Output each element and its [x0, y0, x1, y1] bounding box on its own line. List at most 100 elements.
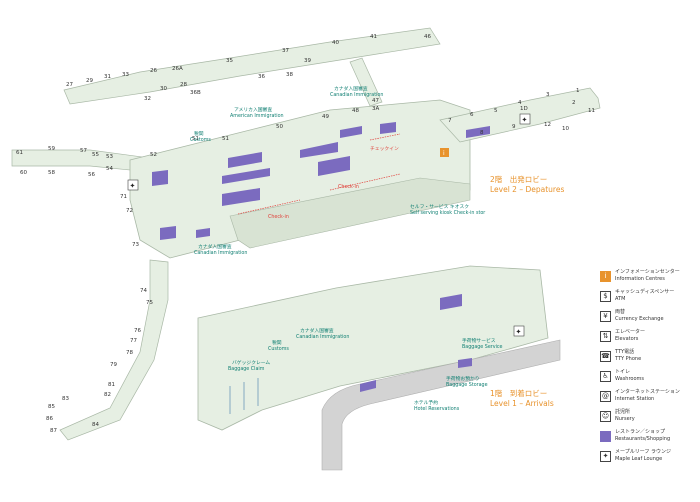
gate-label: 40	[332, 40, 339, 46]
gate-label: 58	[48, 170, 55, 176]
legend-jp: トイレ	[615, 369, 631, 375]
gate-label: 75	[146, 300, 153, 306]
gate-label: 8	[480, 130, 484, 136]
restaurant-shopping-icon	[600, 431, 611, 442]
gate-label: 38	[286, 72, 293, 78]
svg-text:✦: ✦	[516, 328, 522, 336]
gate-label: 3	[546, 92, 550, 98]
checkin-jp-label: チェックイン	[370, 146, 399, 152]
baggage-service-en: Baggage Service	[462, 344, 503, 350]
gate-label: 41	[370, 34, 377, 40]
currency-exchange-icon: ¥	[600, 311, 611, 322]
legend-en: Maple Leaf Lounge	[615, 455, 663, 462]
info-icon: i	[440, 148, 449, 157]
gate-label: 1	[576, 88, 580, 94]
gate-label: 77	[130, 338, 137, 344]
baggage-storage-en: Baggage Storage	[446, 382, 488, 388]
checkin-left-label: Check-in	[268, 214, 289, 220]
legend-en: Currency Exchange	[615, 315, 664, 322]
upper-forecourt	[229, 177, 471, 249]
gate-label: 50	[276, 124, 283, 130]
canadian-immigration-left-en: Canadian Immigration	[194, 250, 247, 256]
checkin-mid-label: Check-in	[338, 184, 359, 190]
legend-jp: メープルリーフ ラウンジ	[615, 449, 671, 455]
gate-label: 52	[150, 152, 157, 158]
gate-label: 31	[104, 74, 111, 80]
gate-label: 86	[46, 416, 53, 422]
baggage-service-jp: 手荷物サービス	[462, 337, 496, 344]
gate-label: 10	[562, 126, 569, 132]
maple-leaf-lounge-icon: ✦	[600, 451, 611, 462]
gate-label: 76	[134, 328, 141, 334]
elevator-icon: ⇅	[600, 331, 611, 342]
hotel-reservations-jp: ホテル予約	[414, 399, 438, 406]
legend-en: ATM	[615, 295, 626, 302]
legend-jp: エレベーター	[615, 329, 646, 335]
lower-shops	[360, 294, 472, 392]
canadian-immigration-top-en: Canadian Immigration	[330, 92, 383, 98]
gate-label: 37	[282, 48, 289, 54]
info-icon: i	[600, 271, 611, 282]
gate-label: 81	[108, 382, 115, 388]
gate-labels-left: 61 59 57 55 53 60 58 56 54 52 51 71 72 7…	[16, 136, 199, 434]
canadian-immigration-lower-jp: カナダ入国審査	[300, 327, 334, 334]
top-connector	[349, 57, 383, 107]
gate-label: 61	[16, 150, 23, 156]
gate-label: 27	[66, 82, 73, 88]
gate-label: 79	[110, 362, 117, 368]
gate-labels-right: 1 2 3 4 5 6 7 8 9 10 11 12 1D 3A	[372, 88, 595, 136]
legend-en: Information Centres	[615, 275, 665, 282]
baggage-belts	[229, 378, 259, 414]
gate-label: 36B	[190, 90, 201, 96]
nursery-icon: ☺	[600, 411, 611, 422]
hotel-reservations-en: Hotel Reservations	[414, 406, 460, 412]
gate-label: 6	[470, 112, 474, 118]
gate-label: 55	[92, 152, 99, 158]
legend-en: Elevators	[615, 335, 639, 342]
gate-label: 3A	[372, 106, 379, 112]
gate-label: 4	[518, 100, 522, 106]
gate-label: 59	[48, 146, 55, 152]
level2-label-jp: 2階 出発ロビー	[490, 174, 547, 184]
gate-label: 49	[322, 114, 329, 120]
maple-leaf-lounge-icon: ✦	[127, 179, 139, 191]
gate-label: 56	[88, 172, 95, 178]
gate-label: 12	[544, 122, 551, 128]
gate-label: 35	[226, 58, 233, 64]
gate-label: 32	[144, 96, 151, 102]
gate-label: 30	[160, 86, 167, 92]
gate-label: 39	[304, 58, 311, 64]
baggage-claim-jp: バゲッジクレーム	[232, 359, 270, 366]
gate-label: 85	[48, 404, 55, 410]
level1-label-jp: 1階 到着ロビー	[490, 388, 547, 398]
customs-lower-jp: 税関	[272, 339, 282, 346]
us-immigration-jp: アメリカ入国審査	[234, 106, 272, 113]
gate-label: 26	[150, 68, 157, 74]
canadian-immigration-top-jp: カナダ入国審査	[334, 85, 368, 92]
gate-label: 71	[120, 194, 127, 200]
maple-leaf-lounge-icon: ✦	[519, 113, 531, 125]
legend-jp: 両替	[615, 309, 626, 315]
svg-text:✦: ✦	[130, 182, 136, 190]
gate-label: 87	[50, 428, 57, 434]
gate-label: 74	[140, 288, 147, 294]
gate-label: 9	[512, 124, 516, 130]
gate-label: 54	[106, 166, 113, 172]
maple-leaf-lounge-icon: ✦	[513, 325, 525, 337]
gate-label: 51	[192, 136, 199, 142]
gate-label: 5	[494, 108, 498, 114]
internet-station-icon: @	[600, 391, 611, 402]
gate-label: 84	[92, 422, 99, 428]
top-pier	[63, 27, 441, 105]
gate-label: 29	[86, 78, 93, 84]
legend-jp: インフォメーションセンター	[615, 269, 680, 275]
